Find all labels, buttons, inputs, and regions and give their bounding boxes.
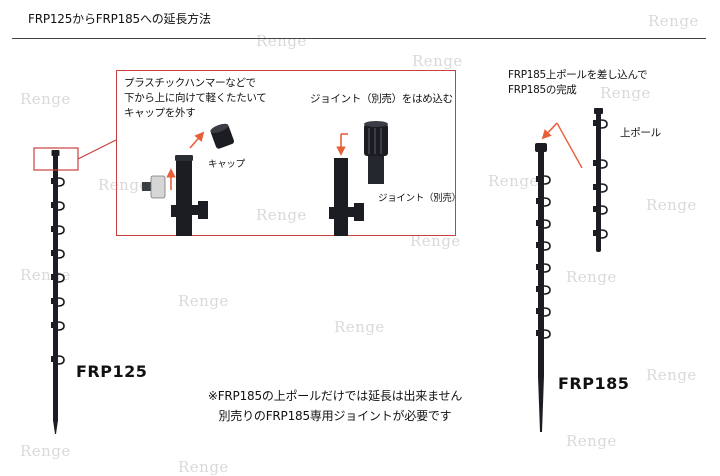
watermark: Renge bbox=[646, 196, 697, 214]
joint-icon bbox=[364, 121, 388, 184]
instruction-line: キャップを外す bbox=[124, 107, 196, 119]
watermark: Renge bbox=[334, 318, 385, 336]
watermark: Renge bbox=[178, 292, 229, 310]
watermark: Renge bbox=[20, 442, 71, 460]
joint-instruction: ジョイント（別売）をはめ込む bbox=[310, 93, 453, 105]
detail-inset-frame bbox=[116, 70, 456, 236]
watermark: Renge bbox=[98, 176, 149, 194]
title-divider bbox=[12, 38, 706, 39]
completion-line: FRP185上ポールを差し込んで bbox=[508, 69, 648, 81]
note-line: 別売りのFRP185専用ジョイントが必要です bbox=[218, 409, 452, 423]
inset-pole-joint bbox=[329, 121, 388, 236]
hammer-icon bbox=[142, 175, 166, 199]
frp185-pole bbox=[535, 122, 583, 432]
watermark: Renge bbox=[648, 12, 699, 30]
page-title: FRP125からFRP185への延長方法 bbox=[28, 12, 211, 26]
cap-icon bbox=[210, 123, 234, 149]
frp185-label: FRP185 bbox=[558, 374, 630, 393]
upper-pole bbox=[593, 108, 608, 252]
watermark: Renge bbox=[566, 268, 617, 286]
watermark: Renge bbox=[566, 432, 617, 450]
cap-removal-instruction: プラスチックハンマーなどで 下から上に向けて軽くたたいて キャップを外す bbox=[124, 76, 267, 121]
instruction-line: プラスチックハンマーなどで bbox=[124, 77, 256, 89]
watermark: Renge bbox=[256, 32, 307, 50]
upper-pole-label: 上ポール bbox=[620, 127, 661, 139]
note-line: ※FRP185の上ポールだけでは延長は出来ません bbox=[207, 389, 463, 403]
watermark: Renge bbox=[20, 90, 71, 108]
watermark: Renge bbox=[646, 366, 697, 384]
inset-pole-cap-removal bbox=[142, 123, 234, 236]
inset-leader-line bbox=[77, 139, 117, 160]
watermark: Renge bbox=[410, 232, 461, 250]
completion-line: FRP185の完成 bbox=[508, 84, 577, 96]
watermark: Renge bbox=[600, 84, 651, 102]
frp125-pole bbox=[51, 150, 65, 434]
cap-label: キャップ bbox=[208, 159, 245, 170]
extension-note: ※FRP185の上ポールだけでは延長は出来ません 別売りのFRP185専用ジョイ… bbox=[180, 386, 490, 426]
instruction-line: 下から上に向けて軽くたたいて bbox=[124, 92, 267, 104]
watermark: Renge bbox=[412, 52, 463, 70]
completion-caption: FRP185上ポールを差し込んで FRP185の完成 bbox=[508, 68, 648, 98]
joint-label: ジョイント（別売） bbox=[378, 193, 461, 204]
frp125-label: FRP125 bbox=[76, 362, 148, 381]
watermark: Renge bbox=[488, 172, 539, 190]
watermark: Renge bbox=[256, 206, 307, 224]
